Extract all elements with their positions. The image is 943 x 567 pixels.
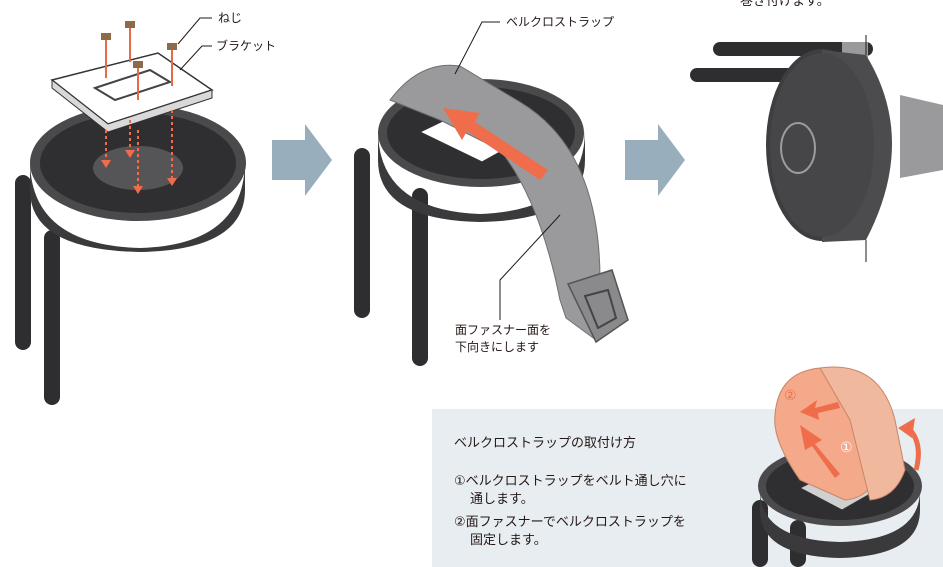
antenna-left (15, 175, 31, 350)
label-velcro-strap: ベルクロストラップ (506, 15, 615, 29)
label-fastener-note-2: 下向きにします (455, 340, 540, 354)
antenna-front (44, 230, 60, 405)
howto-illustration (752, 366, 922, 567)
label-screw: ねじ (218, 11, 243, 25)
step-marker-two: ② (784, 388, 797, 404)
howto-step2-line1: ②面ファスナーでベルクロストラップを (454, 515, 686, 530)
howto-step1-line1: ①ベルクロストラップをベルト通し穴に (454, 474, 687, 489)
top-right-caption: 巻き付けます。 (740, 0, 830, 9)
velcro-strap (389, 64, 613, 341)
flow-arrow-1 (272, 124, 332, 196)
step-marker-one: ① (840, 440, 853, 456)
label-bracket: ブラケット (216, 39, 277, 53)
insert-arrow (443, 108, 548, 180)
howto-title: ベルクロストラップの取付け方 (454, 436, 637, 451)
label-fastener-note-1: 面ファスナー面を (455, 323, 552, 337)
howto-step1-line2: 通します。 (470, 492, 534, 507)
howto-step2-line2: 固定します。 (470, 533, 547, 548)
device-panel-1 (15, 17, 246, 405)
device-panel-3 (690, 35, 943, 262)
device-panel-2 (354, 21, 629, 366)
flow-arrow-2 (625, 124, 685, 196)
